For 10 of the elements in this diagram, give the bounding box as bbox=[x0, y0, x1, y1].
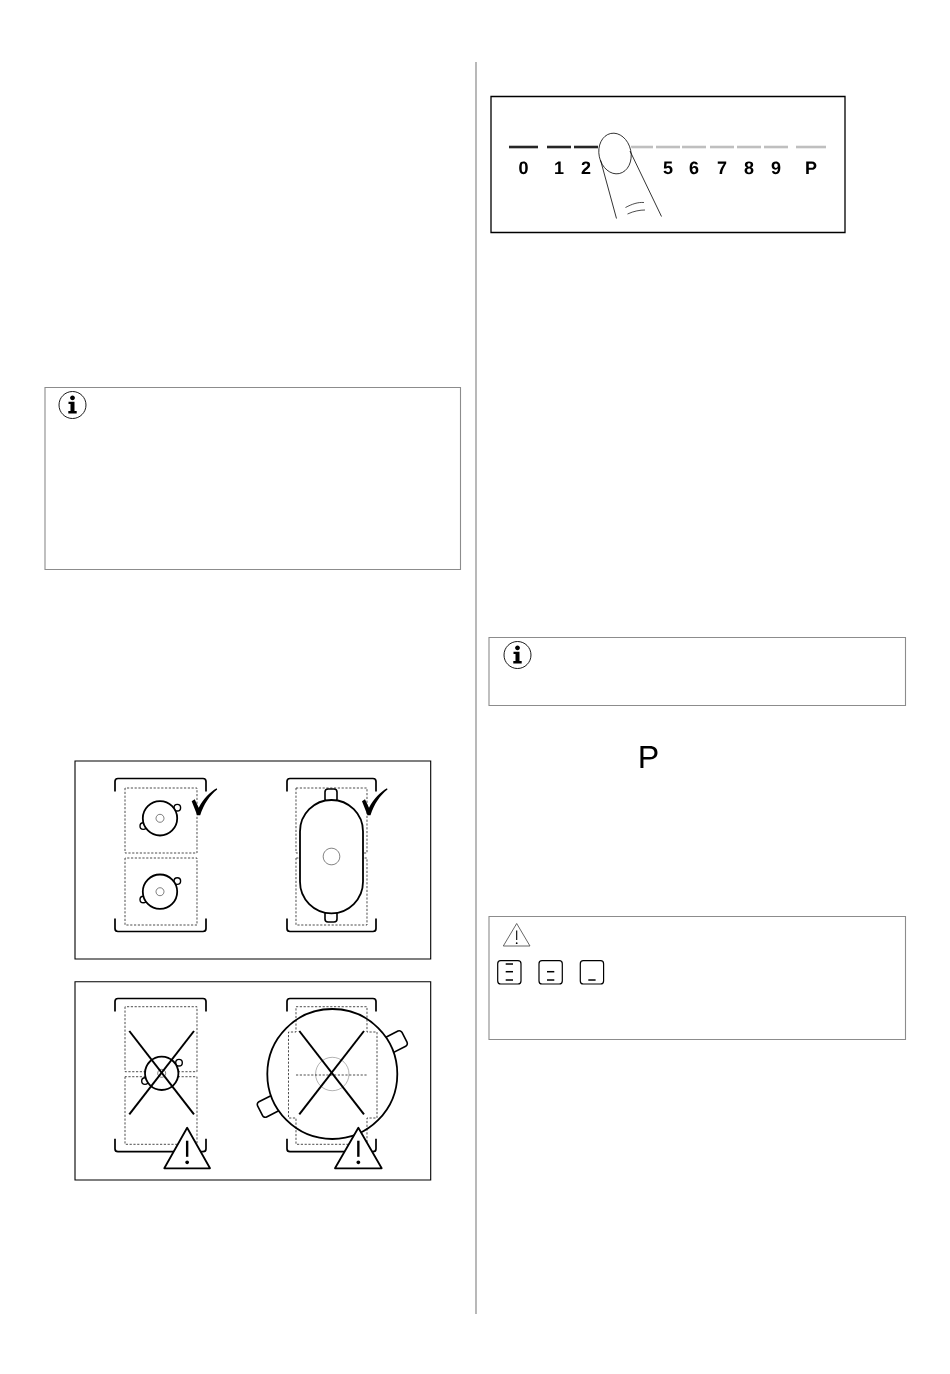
digit-label: 8 bbox=[744, 161, 754, 175]
digit-label: 7 bbox=[717, 161, 727, 174]
digit-label: 9 bbox=[771, 161, 781, 175]
digit-label: 2 bbox=[581, 161, 591, 174]
digit-label: 0 bbox=[519, 161, 528, 175]
display-symbol: P bbox=[640, 746, 658, 768]
digit-label: P bbox=[806, 161, 817, 174]
digit-label: 5 bbox=[663, 161, 673, 175]
digit-label: 6 bbox=[689, 161, 699, 175]
digit-label: 1 bbox=[555, 161, 564, 174]
